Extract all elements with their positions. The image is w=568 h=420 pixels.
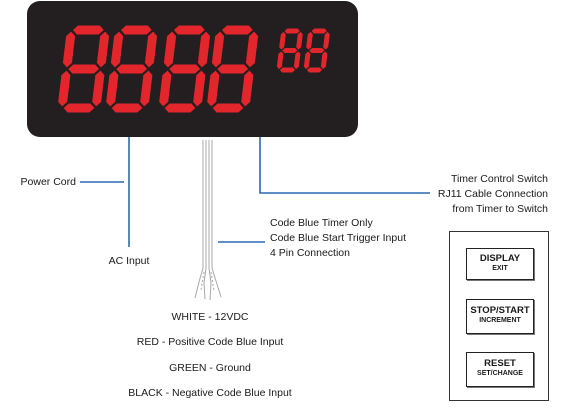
- timer-control-line-2: RJ11 Cable Connection: [437, 188, 548, 200]
- main-digit-3-segment-e: [207, 70, 220, 107]
- main-digit-2-segment-g: [169, 64, 201, 74]
- stop-start-button-label: STOP/START: [470, 305, 530, 316]
- small-digit-0-segment-c: [293, 51, 301, 70]
- small-digit-1-segment-a: [311, 28, 327, 34]
- main-digit-2-segment-a: [174, 25, 205, 35]
- main-digit-3-segment-d: [212, 103, 244, 113]
- timer-control-line-1: Timer Control Switch: [450, 173, 548, 185]
- timer-control-line-3: from Timer to Switch: [452, 203, 548, 215]
- main-digit-0-segment-c: [92, 70, 105, 107]
- code-blue-label: Code Blue Timer Only Code Blue Start Tri…: [270, 216, 406, 261]
- small-digit-1-segment-e: [303, 51, 311, 70]
- main-digit-2-segment-e: [159, 70, 172, 107]
- code-blue-line-1: Code Blue Timer Only: [270, 217, 373, 229]
- main-digit-3-segment-f: [211, 31, 225, 68]
- main-digit-1-segment-f: [110, 31, 124, 68]
- ac-input-label: AC Input: [108, 255, 150, 267]
- power-cord-label: Power Cord: [20, 176, 76, 188]
- reset-set-change-button[interactable]: RESET SET/CHANGE: [466, 352, 534, 387]
- digit-group: [58, 25, 330, 113]
- small-digit-1-segment-g: [309, 48, 325, 53]
- small-digit-1-segment-d: [306, 67, 323, 73]
- wire-white-label: WHITE - 12VDC: [171, 311, 249, 323]
- main-digit-2-segment-c: [193, 70, 206, 107]
- main-digit-3-segment-a: [222, 25, 253, 35]
- main-digit-3-segment-g: [217, 64, 249, 74]
- main-digit-2-segment-b: [197, 31, 211, 68]
- main-digit-1-segment-g: [116, 64, 148, 74]
- timer-control-cable: [259, 137, 430, 194]
- timer-control-label: Timer Control Switch RJ11 Cable Connecti…: [438, 172, 548, 217]
- display-button-label: DISPLAY: [479, 253, 521, 264]
- small-digit-1-segment-f: [306, 31, 313, 50]
- main-digit-1-segment-c: [140, 70, 153, 107]
- main-digit-2-segment-f: [163, 31, 177, 68]
- main-digit-0-segment-d: [63, 103, 95, 113]
- small-digit-1-segment-c: [320, 51, 328, 70]
- main-digit-0-segment-a: [73, 25, 104, 35]
- main-digit-3-segment-b: [245, 31, 259, 68]
- wire-red-label: RED - Positive Code Blue Input: [136, 336, 284, 348]
- main-digit-1-segment-d: [111, 103, 143, 113]
- wire-black-label: BLACK - Negative Code Blue Input: [128, 387, 292, 399]
- reset-button-label: RESET: [484, 358, 516, 369]
- main-digit-1-segment-a: [121, 25, 152, 35]
- small-digit-0-segment-f: [279, 31, 286, 50]
- small-digit-0-segment-b: [296, 31, 303, 50]
- main-digit-0-segment-f: [62, 31, 76, 68]
- small-digit-0-segment-a: [284, 28, 300, 34]
- display-exit-button[interactable]: DISPLAY EXIT: [466, 248, 534, 280]
- stop-start-increment-button[interactable]: STOP/START INCREMENT: [466, 299, 534, 334]
- four-pin-cable: [194, 140, 222, 301]
- code-blue-line-2: Code Blue Start Trigger Input: [270, 232, 406, 244]
- small-digit-0-segment-d: [279, 67, 296, 73]
- main-digit-1-segment-e: [106, 70, 119, 107]
- main-digit-3-segment-c: [241, 70, 254, 107]
- main-digit-0-segment-e: [58, 70, 71, 107]
- main-digit-0-segment-g: [68, 64, 100, 74]
- increment-button-sublabel: INCREMENT: [479, 317, 521, 324]
- code-blue-line-3: 4 Pin Connection: [270, 247, 350, 259]
- exit-button-sublabel: EXIT: [492, 265, 508, 272]
- main-digit-1-segment-b: [144, 31, 158, 68]
- set-change-button-sublabel: SET/CHANGE: [477, 370, 523, 377]
- main-digit-0-segment-b: [96, 31, 110, 68]
- main-digit-2-segment-d: [164, 103, 196, 113]
- small-digit-1-segment-b: [323, 31, 330, 50]
- timer-control-switch-panel: DISPLAY EXIT STOP/START INCREMENT RESET …: [449, 231, 549, 401]
- small-digit-0-segment-g: [282, 48, 298, 53]
- small-digit-0-segment-e: [276, 51, 284, 70]
- wire-green-label: GREEN - Ground: [169, 362, 251, 374]
